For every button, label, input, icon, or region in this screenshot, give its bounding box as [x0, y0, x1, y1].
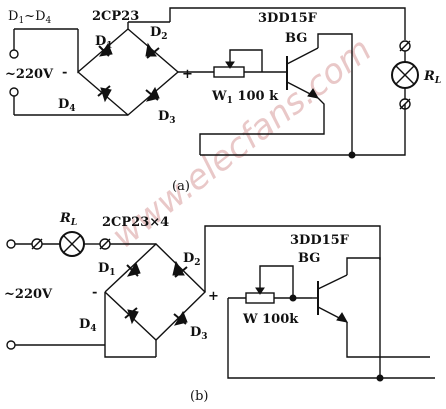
circuit-a: D1~D4 2CP23 3DD15F BG ~220V -	[5, 7, 441, 194]
a-transistor-label: BG	[285, 31, 307, 46]
b-ac-terminal-bottom	[6, 340, 16, 350]
a-potentiometer-w1	[213, 66, 245, 78]
b-load-lamp	[31, 231, 111, 257]
a-pot-label: W1 100 k	[211, 89, 279, 106]
b-d3-label: D3	[190, 325, 208, 342]
b-minus-label: -	[92, 285, 97, 300]
a-junction-dot	[348, 151, 356, 159]
a-caption: (a)	[172, 179, 190, 194]
a-load-label: RL	[423, 69, 441, 86]
a-ac-terminal-top	[9, 49, 19, 59]
b-d4-label: D4	[79, 317, 97, 334]
b-diode-d1	[126, 261, 141, 277]
b-diode-d2	[172, 260, 188, 278]
b-plus-label: +	[208, 289, 219, 304]
a-transistor-bg	[270, 47, 319, 99]
a-diode-d2	[145, 42, 160, 59]
b-load-label: RL	[59, 211, 77, 228]
b-junction-dot-pot	[289, 294, 297, 302]
a-transistor-type-label: 3DD15F	[258, 11, 318, 26]
a-diode-range-label: D1~D4	[8, 9, 52, 26]
b-diode-d3	[173, 310, 188, 326]
b-supply-label: ~220V	[4, 287, 53, 302]
b-d2-label: D2	[183, 251, 201, 268]
a-ac-terminal-bottom	[9, 87, 19, 97]
a-minus-label: -	[62, 65, 67, 80]
b-d1-label: D1	[98, 261, 116, 278]
b-transistor-bg	[312, 274, 348, 323]
a-diode-type-label: 2CP23	[92, 9, 139, 24]
b-diode-type-label: 2CP23×4	[102, 215, 169, 230]
a-d2-label: D2	[150, 25, 168, 42]
a-d1-label: D1	[95, 34, 113, 51]
a-diode-d3	[145, 86, 160, 102]
b-diode-d4	[124, 307, 139, 325]
b-junction-dot-bottom	[376, 374, 384, 382]
b-transistor-type-label: 3DD15F	[290, 233, 350, 248]
a-d3-label: D3	[158, 109, 176, 126]
a-d4-label: D4	[58, 97, 76, 114]
a-diode-d4	[97, 85, 112, 103]
circuit-b: RL 2CP23×4 3DD15F BG ~220V -	[4, 211, 435, 404]
b-ac-terminal-top	[6, 239, 16, 249]
b-caption: (b)	[190, 389, 208, 404]
a-supply-label: ~220V	[5, 67, 54, 82]
b-transistor-label: BG	[298, 251, 320, 266]
a-load-lamp	[391, 40, 419, 110]
b-pot-label: W 100k	[242, 312, 299, 327]
a-diode-d1	[98, 42, 113, 57]
a-plus-label: +	[182, 67, 193, 82]
